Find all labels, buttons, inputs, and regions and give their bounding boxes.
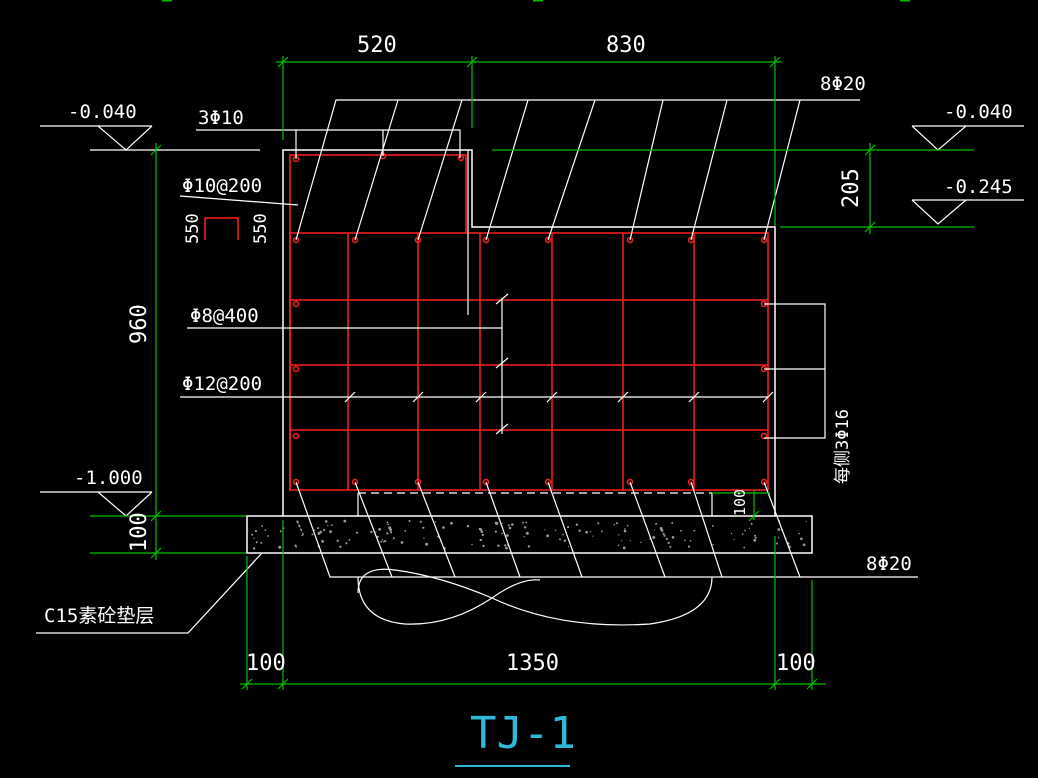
- label-horizontal: Φ12@200: [182, 373, 262, 395]
- bedding-pad: [246, 515, 813, 554]
- label-hook-right: 550: [251, 213, 271, 244]
- dim-step: 205: [839, 168, 864, 208]
- label-bedding: C15素砼垫层: [44, 605, 154, 627]
- dim-bottom-left: 100: [246, 651, 286, 676]
- dim-height: 960: [127, 304, 152, 344]
- rebar-dots: [292, 152, 768, 486]
- dimension-lines: [90, 56, 974, 690]
- dim-pad: 100: [127, 512, 152, 552]
- dim-bottom-right: 100: [776, 651, 816, 676]
- label-top-bars: 3Φ10: [198, 107, 244, 129]
- label-tie: Φ8@400: [190, 305, 259, 327]
- label-stirrup: Φ10@200: [182, 175, 262, 197]
- dim-top-right: 830: [606, 33, 646, 58]
- drawing-title: TJ-1: [470, 708, 576, 759]
- dim-bottom-mid: 1350: [506, 651, 559, 676]
- elevation-markers: [40, 125, 1024, 517]
- dim-top-left: 520: [357, 33, 397, 58]
- rebar-cage: [204, 154, 769, 491]
- label-side-bars: 每侧3Φ16: [833, 409, 853, 484]
- elevation-right-top: -0.040: [944, 101, 1013, 123]
- elevation-right-step: -0.245: [944, 176, 1013, 198]
- dim-small: 100: [731, 489, 749, 516]
- label-bottom-rebar: 8Φ20: [866, 553, 912, 575]
- footing-outline: [282, 149, 776, 516]
- label-top-rebar: 8Φ20: [820, 73, 866, 95]
- elevation-left-top: -0.040: [68, 101, 137, 123]
- leader-lines: [36, 99, 918, 634]
- elevation-left-bottom: -1.000: [74, 467, 143, 489]
- label-hook-left: 550: [183, 213, 203, 244]
